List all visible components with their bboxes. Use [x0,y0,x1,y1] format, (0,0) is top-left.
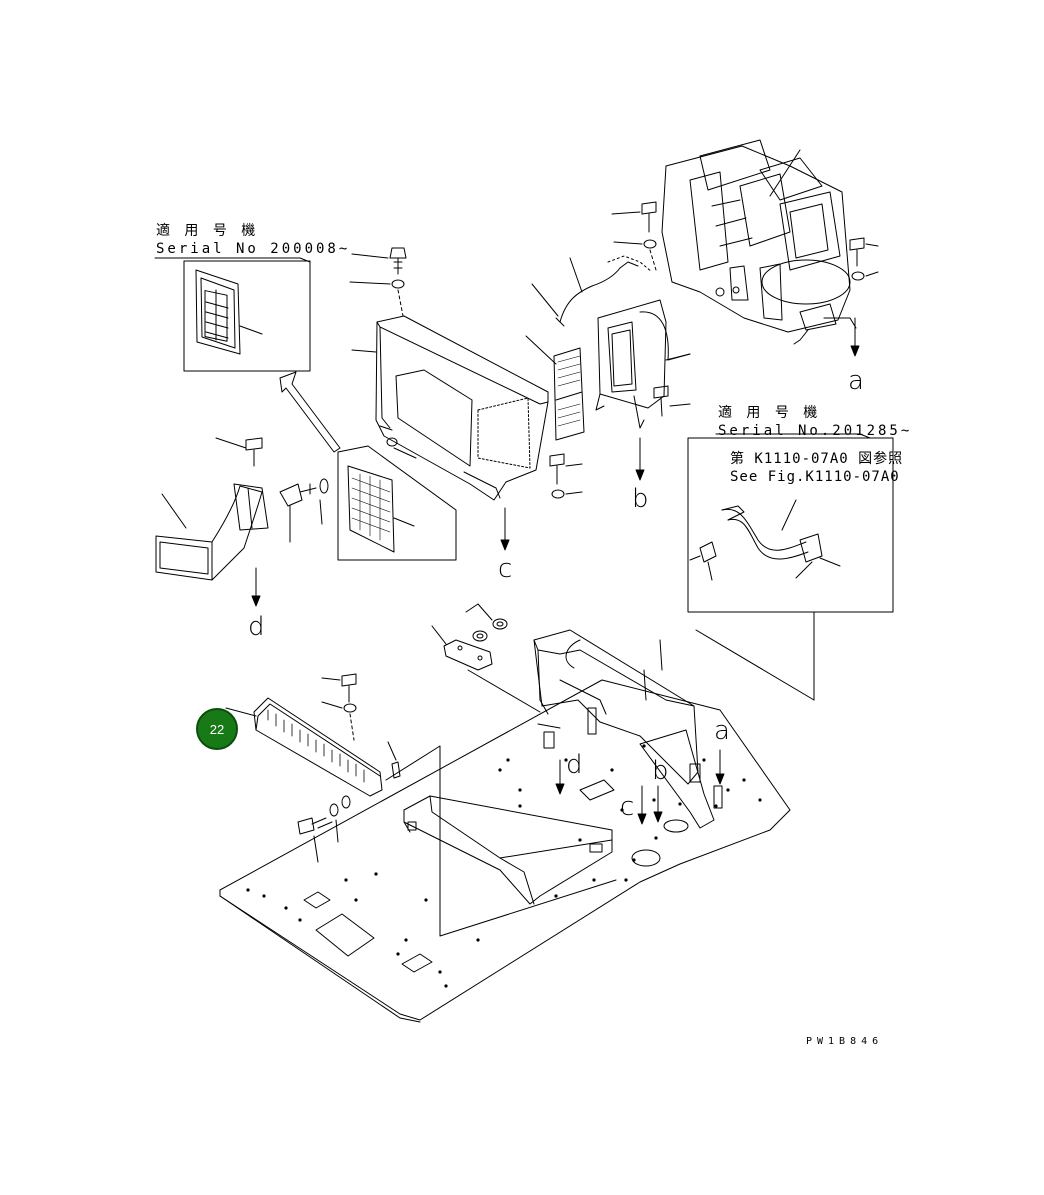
label-a-top: a [848,366,864,396]
seat-bracket [403,795,613,905]
figure-ref-jp: 第 K1110-07A0 図参照 [730,451,904,467]
side-cover-panel [351,315,549,501]
inset-box-serial-200008 [154,257,311,372]
label-b-top: b [632,484,649,514]
hvac-unit [661,139,857,345]
label-a-bottom: a [714,716,730,746]
filter-housing [595,299,691,429]
arrow-d-bottom [555,759,565,795]
floor-plate [219,679,791,1023]
serial-note-2-jp: 適 用 号 機 [718,405,821,421]
hvac-bolt-right [849,237,879,281]
main-frame-bracket [533,629,723,829]
arrow-c-bottom [637,785,647,825]
leader-inset3-b [695,629,815,701]
drawing-code: PW1B846 [806,1036,884,1047]
label-c-bottom: c [620,792,635,822]
housing-bolt [653,385,691,417]
cover-bolt-left [379,425,417,459]
air-filter-element [525,335,585,441]
small-clip [387,741,401,779]
wire-harness [531,255,653,327]
duct-bolt [245,437,263,467]
arrow-b-bottom [653,785,663,823]
arrow-a-top [850,317,860,357]
grille-detail-box [337,445,457,561]
grille-screw [321,673,357,741]
air-duct-left [155,437,269,581]
grille-mesh [351,473,391,541]
hvac-bolt-left [611,201,657,271]
inset-filter-cover [195,269,263,355]
cover-bolt-right [549,453,583,499]
label-b-bottom: b [652,756,669,786]
inset-box-serial-201285 [687,433,894,613]
serial-note-1-serial: Serial No 200008~ [156,241,351,257]
vent-grille-part-22 [225,697,383,797]
inset-pointer-arrow [279,371,341,453]
label-d-bottom: d [566,750,583,780]
clamp-bracket [431,625,541,713]
cover-bolt-top [349,247,407,317]
part-callout-number: 22 [209,721,225,737]
label-c-top: c [498,554,513,584]
part-callout-22[interactable]: 22 [196,708,238,750]
arrow-d-top [251,567,261,607]
leader-frame [385,745,617,937]
serial-note-1-jp: 適 用 号 機 [156,223,259,239]
arrow-b-top [635,437,645,481]
wing-bolt [279,478,329,543]
arrow-c-top [500,507,510,551]
pipe-assembly [689,499,841,581]
label-d-top: d [248,612,265,642]
serial-note-2-serial: Serial No.201285~ [718,423,913,439]
floor-bolt [297,795,351,863]
figure-ref-en: See Fig.K1110-07A0 [730,469,900,485]
rubber-grommets [465,603,508,642]
arrow-a-bottom [715,749,725,785]
